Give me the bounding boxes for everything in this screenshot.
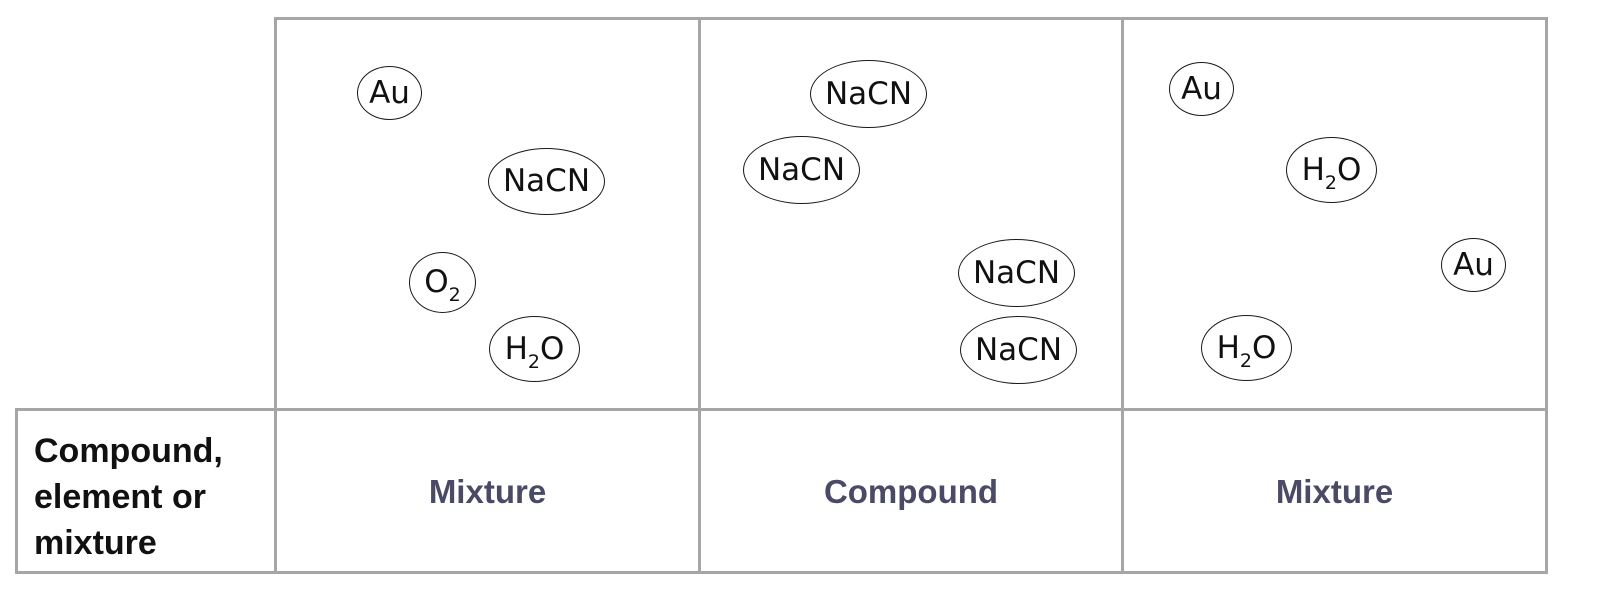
particle-formula: Au (1453, 246, 1494, 283)
particle-h2o: H2O (1286, 137, 1377, 203)
particle-formula: NaCN (757, 151, 846, 188)
answer-cell-1: Mixture (428, 473, 547, 510)
particle-au: Au (1169, 62, 1234, 116)
grid-line-top (276, 17, 1548, 20)
particle-formula: H2O (1301, 151, 1362, 194)
particle-formula: Au (369, 74, 410, 111)
grid-line-middle (15, 408, 1548, 411)
particle-nacn: NaCN (488, 148, 605, 215)
particle-nacn: NaCN (958, 239, 1075, 307)
particle-formula: H2O (1216, 329, 1277, 372)
particle-formula: NaCN (974, 331, 1063, 368)
particle-h2o: H2O (489, 316, 580, 382)
particle-box-1: Au NaCN O2 H2O (277, 20, 698, 408)
particle-au: Au (357, 66, 422, 120)
particle-nacn: NaCN (810, 60, 927, 128)
grid-line-col2 (698, 17, 701, 574)
particle-h2o: H2O (1201, 315, 1292, 381)
particle-formula: Au (1181, 70, 1222, 107)
grid-line-left (15, 408, 18, 574)
particle-formula: H2O (504, 330, 565, 373)
particle-nacn: NaCN (743, 136, 860, 204)
particle-formula: O2 (424, 264, 461, 306)
answer-cell-2: Compound (823, 473, 999, 510)
row-label: Compound, element or mixture (34, 432, 223, 562)
particle-formula: NaCN (972, 254, 1061, 291)
particle-formula: NaCN (502, 163, 591, 199)
particle-au: Au (1441, 238, 1506, 292)
answer-cell-3: Mixture (1275, 473, 1394, 510)
particle-o2: O2 (409, 252, 476, 313)
particle-box-3: Au H2O Au H2O (1124, 20, 1545, 408)
particle-nacn: NaCN (960, 316, 1077, 384)
particle-box-2: NaCN NaCN NaCN NaCN (701, 20, 1121, 408)
particle-formula: NaCN (824, 75, 913, 112)
grid-line-right (1545, 17, 1548, 574)
grid-line-col1 (274, 17, 277, 574)
grid-line-bottom (15, 571, 1548, 574)
grid-line-col3 (1121, 17, 1124, 574)
